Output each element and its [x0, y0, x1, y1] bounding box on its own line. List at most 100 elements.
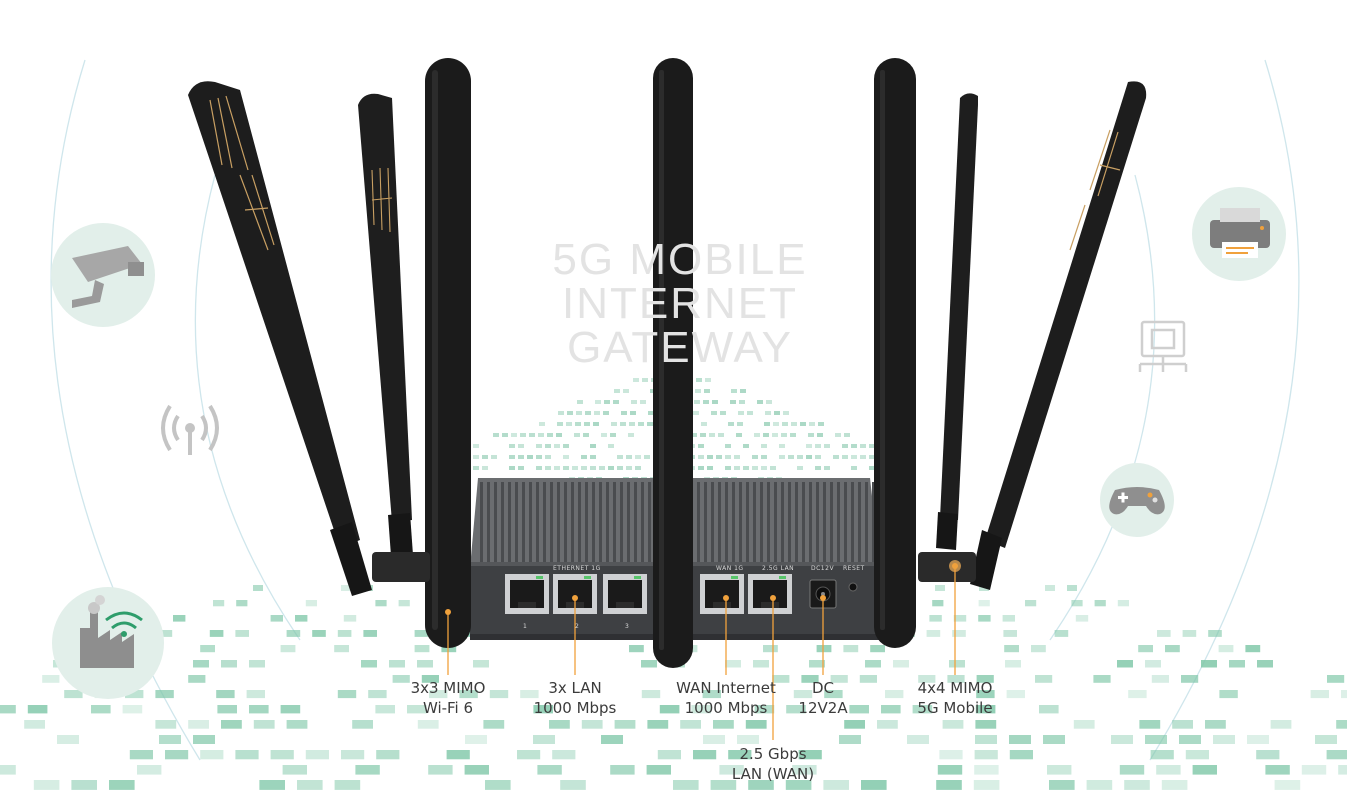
arrow-pixel [701, 422, 707, 426]
floor-pixel [221, 660, 237, 668]
arrow-pixel [842, 455, 848, 459]
port-number-3: 3 [625, 623, 630, 630]
arrow-pixel [590, 466, 596, 470]
floor-pixel [125, 690, 144, 699]
dc-power-jack [809, 579, 837, 609]
arrow-pixel [509, 455, 515, 459]
floor-pixel [429, 690, 448, 699]
floor-pixel [1009, 735, 1031, 744]
floor-pixel [217, 705, 237, 714]
arrow-pixel [608, 466, 614, 470]
floor-pixel [1245, 645, 1261, 653]
floor-pixel [392, 675, 410, 683]
callout-lan25-line1: 2.5 Gbps [739, 745, 807, 763]
callout-lan-line2: 1000 Mbps [533, 699, 617, 717]
arrow-pixel [718, 433, 724, 437]
floor-pixel [1179, 735, 1201, 744]
floor-pixel [417, 660, 433, 668]
heatsink-fin [753, 482, 756, 562]
arrow-pixel [842, 444, 848, 448]
floor-pixel [312, 630, 326, 637]
arrow-pixel [707, 466, 713, 470]
arrow-pixel [473, 444, 479, 448]
callout-wan: WAN Internet 1000 Mbps [656, 678, 796, 718]
floor-pixel [614, 720, 636, 729]
callout-mobile-line2: 5G Mobile [917, 699, 993, 717]
lan25-port-label: 2.5G LAN [762, 565, 795, 572]
floor-pixel [428, 765, 453, 775]
gamepad-icon [1100, 463, 1174, 537]
floor-pixel [42, 675, 60, 683]
floor-pixel [417, 720, 439, 729]
callout-lan: 3x LAN 1000 Mbps [515, 678, 635, 718]
floor-pixel [1128, 690, 1147, 699]
floor-pixel [978, 600, 990, 607]
floor-pixel [1315, 735, 1337, 744]
floor-pixel [949, 660, 965, 668]
arrow-pixel [725, 455, 731, 459]
heatsink-fin [697, 482, 700, 562]
arrow-pixel [482, 466, 488, 470]
heatsink-fin [711, 482, 714, 562]
floor-pixel [159, 735, 181, 744]
floor-pixel [155, 720, 177, 729]
arrow-pixel [545, 466, 551, 470]
paddle-antenna-left-outer [188, 81, 372, 596]
arrow-pixel [626, 455, 632, 459]
floor-pixel [936, 780, 962, 790]
heatsink-fin [543, 482, 546, 562]
floor-pixel [1006, 690, 1025, 699]
arrow-pixel [743, 444, 749, 448]
arrow-pixel [626, 466, 632, 470]
floor-pixel [1181, 675, 1199, 683]
arrow-pixel [630, 411, 636, 415]
arrow-pixel [764, 422, 770, 426]
floor-pixel [1326, 750, 1347, 760]
arrow-pixel [817, 433, 823, 437]
wireless-signal-icon [161, 404, 219, 455]
floor-pixel [193, 735, 215, 744]
arrow-pixel [844, 433, 850, 437]
arrow-pixel [614, 389, 620, 393]
ethernet-port-label: ETHERNET 1G [553, 565, 601, 572]
arrow-pixel [869, 455, 875, 459]
floor-pixel [865, 660, 881, 668]
arrow-pixel [694, 400, 700, 404]
floor-pixel [1035, 675, 1053, 683]
arrow-pixel [734, 466, 740, 470]
floor-pixel [209, 630, 224, 637]
callout-mobile: 4x4 MIMO 5G Mobile [895, 678, 1015, 718]
heatsink-fin [760, 482, 763, 562]
arrow-pixel [809, 422, 815, 426]
arrow-pixel [747, 411, 753, 415]
arrow-pixel [815, 455, 821, 459]
arrow-pixel [621, 411, 627, 415]
floor-pixel [793, 690, 813, 699]
arrow-pixel [815, 444, 821, 448]
callout-lan25: 2.5 Gbps LAN (WAN) [713, 744, 833, 784]
arrow-pixel [518, 455, 524, 459]
arrow-pixel [493, 433, 499, 437]
dc-label: DC12V [811, 565, 835, 572]
arrow-pixel [772, 433, 778, 437]
floor-pixel [253, 585, 263, 591]
headline-line-3: GATEWAY [567, 323, 793, 372]
arrow-pixel [797, 455, 803, 459]
floor-pixel [1205, 720, 1226, 729]
arrow-pixel [581, 455, 587, 459]
floor-pixel [560, 780, 586, 790]
floor-pixel [1327, 675, 1345, 683]
floor-pixel [246, 690, 265, 699]
arrow-pixel [575, 422, 581, 426]
paddle-antenna-right-outer [970, 81, 1147, 590]
port-led [536, 576, 543, 579]
floor-pixel [236, 600, 248, 607]
arrow-pixel [638, 422, 644, 426]
arrow-pixel [604, 400, 610, 404]
floor-pixel [341, 750, 365, 760]
arrow-pixel [740, 389, 746, 393]
heatsink-fin [781, 482, 784, 562]
callout-mobile-line1: 4x4 MIMO [917, 679, 993, 697]
floor-pixel [798, 750, 822, 760]
floor-pixel [533, 735, 555, 744]
